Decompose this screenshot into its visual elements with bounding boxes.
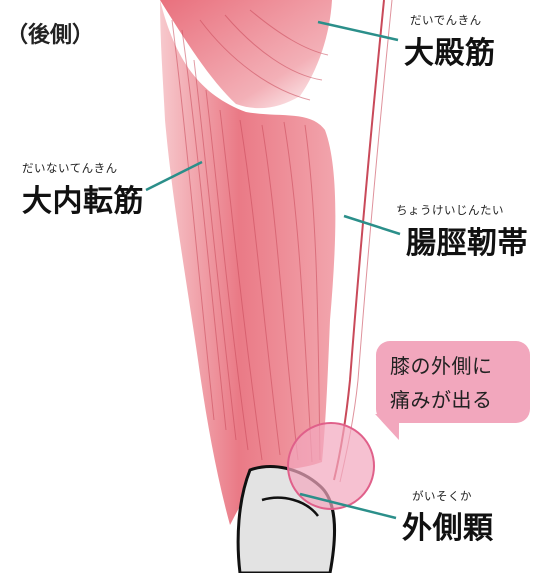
- itband-label: 腸脛靭帯: [406, 226, 528, 261]
- leader-lines: [145, 20, 401, 520]
- speech-bubble: [376, 341, 530, 423]
- gluteus-label: 大殿筋: [404, 36, 496, 71]
- gluteus-maximus-shape: [160, 0, 332, 109]
- epicondyle-ruby: がいそくか: [412, 489, 472, 503]
- gluteus-ruby: だいでんきん: [410, 13, 482, 27]
- bubble-line-1: 膝の外側に: [390, 354, 493, 378]
- adductor-ruby: だいないてんきん: [22, 161, 118, 175]
- bubble-line-2: 痛みが出る: [390, 388, 493, 412]
- itband-ruby: ちょうけいじんたい: [396, 203, 504, 217]
- pain-highlight-circle: [287, 422, 375, 510]
- view-label: （後側）: [6, 23, 95, 48]
- epicondyle-label: 外側顆: [402, 511, 494, 546]
- muscle-fibres: [171, 9, 329, 463]
- thigh-muscles-shape: [160, 0, 336, 525]
- adductor-label: 大内転筋: [22, 184, 144, 219]
